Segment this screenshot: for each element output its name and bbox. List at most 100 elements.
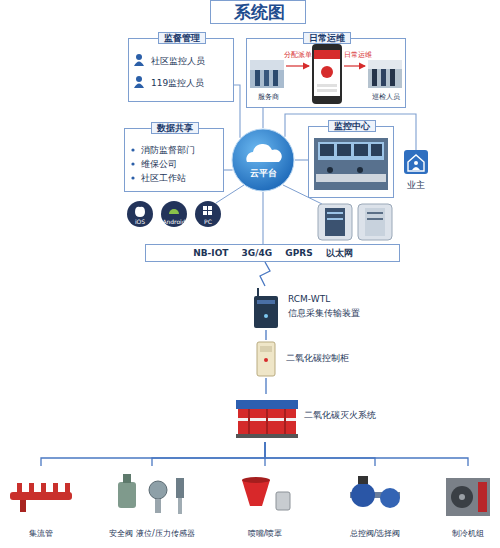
control-room-photo bbox=[354, 144, 368, 156]
network-band: NB-IOT 3G/4G GPRS 以太网 bbox=[145, 244, 400, 262]
server-pictures bbox=[327, 218, 343, 220]
server-pictures bbox=[367, 218, 383, 220]
service-photo bbox=[273, 70, 278, 86]
owner-icon bbox=[404, 150, 428, 174]
rcm-device bbox=[257, 288, 259, 296]
platform-icons bbox=[216, 185, 244, 203]
node-label: NB-IOT 3G/4G GPRS 以太网 bbox=[193, 248, 353, 258]
valve-sensor-picture bbox=[118, 482, 136, 508]
control-room-photo bbox=[320, 144, 334, 156]
flow-arrows bbox=[286, 65, 309, 66]
node-label: 系统图 bbox=[234, 3, 285, 23]
inspection-photo bbox=[368, 60, 402, 88]
flow-arrows bbox=[286, 66, 365, 67]
manifold-picture bbox=[10, 492, 72, 500]
node-label: 制冷机组 bbox=[452, 529, 484, 538]
rcm-device bbox=[254, 296, 278, 328]
nozzle-picture bbox=[276, 492, 290, 510]
node-label: 喷嘴/喷罩 bbox=[248, 529, 283, 538]
co2-system bbox=[266, 409, 268, 434]
bullet-dots bbox=[131, 162, 134, 165]
control-room-photo bbox=[314, 138, 388, 190]
node-label: 总控阀/选择阀 bbox=[350, 529, 401, 538]
inspection-photo bbox=[372, 69, 377, 86]
co2-system bbox=[238, 409, 296, 434]
inspection-photo bbox=[381, 69, 386, 86]
connector-line bbox=[260, 262, 270, 286]
node-label: 社区工作站 bbox=[141, 173, 186, 183]
phone-picture bbox=[312, 44, 342, 104]
connector-line bbox=[41, 442, 265, 466]
control-room-photo bbox=[371, 144, 382, 156]
person-icons bbox=[136, 76, 142, 82]
platform-icons bbox=[127, 201, 153, 227]
owner-node: 业主 bbox=[400, 150, 432, 194]
person-icons bbox=[134, 62, 144, 67]
group-box: 监控中心 bbox=[308, 126, 394, 198]
control-room-photo bbox=[357, 167, 363, 173]
flow-arrows bbox=[344, 65, 365, 66]
cloud-shape bbox=[246, 144, 281, 162]
owner-icon bbox=[414, 161, 418, 165]
platform-icons bbox=[195, 201, 221, 227]
node-label: 服务商 bbox=[258, 93, 279, 101]
connector-line bbox=[265, 442, 375, 466]
owner-icon bbox=[404, 150, 428, 174]
phone-picture bbox=[321, 66, 333, 78]
group-heading: 监督管理 bbox=[158, 32, 206, 44]
control-room-photo bbox=[327, 167, 333, 173]
service-photo bbox=[255, 70, 260, 86]
group-heading: 数据共享 bbox=[151, 122, 199, 134]
component-node: 总控阀/选择阀 bbox=[338, 466, 412, 540]
control-room-photo bbox=[316, 174, 386, 182]
node-label: 二氧化碳控制柜 bbox=[286, 353, 349, 363]
platform-icons bbox=[135, 207, 145, 217]
phone-picture bbox=[312, 44, 342, 104]
inspection-photo bbox=[368, 60, 402, 69]
service-photo bbox=[250, 60, 284, 70]
manifold-picture bbox=[53, 483, 58, 493]
node-label: 119监控人员 bbox=[151, 78, 204, 88]
cloud-shape bbox=[231, 128, 295, 192]
rcm-device bbox=[257, 300, 275, 304]
control-cabinet bbox=[260, 346, 272, 352]
phone-picture bbox=[314, 50, 340, 96]
valve-picture bbox=[351, 483, 375, 507]
platform-icons bbox=[208, 206, 212, 210]
phone-picture bbox=[314, 50, 340, 59]
phone-picture bbox=[317, 84, 337, 87]
chiller-picture bbox=[446, 478, 490, 516]
valve-sensor-picture bbox=[176, 478, 184, 498]
chiller-picture bbox=[459, 494, 465, 500]
service-photo bbox=[250, 60, 284, 88]
group-heading: 日常运维 bbox=[303, 32, 351, 44]
inspection-photo bbox=[390, 69, 395, 86]
co2-system bbox=[248, 409, 250, 434]
node-label: 信息采集传输装置 bbox=[288, 308, 360, 318]
node-label: 分配派单 bbox=[284, 51, 312, 59]
connector-line bbox=[262, 192, 263, 244]
connector-line bbox=[285, 114, 416, 150]
connector-line bbox=[265, 378, 266, 394]
valve-sensor-picture bbox=[123, 474, 131, 483]
chiller-picture bbox=[451, 486, 473, 508]
server-pictures bbox=[367, 212, 383, 214]
bullet-dots bbox=[131, 148, 134, 151]
cloud-shape bbox=[232, 129, 294, 191]
control-cabinet bbox=[264, 358, 268, 362]
server-pictures bbox=[325, 208, 345, 236]
control-room-photo bbox=[314, 138, 388, 190]
node-label: 云平台 bbox=[250, 168, 277, 178]
device-node: 二氧化碳控制柜 bbox=[254, 340, 394, 378]
node-label: 巡检人员 bbox=[372, 93, 400, 101]
node-label: 安全阀 液位/压力传感器 bbox=[109, 529, 194, 538]
connector-line bbox=[295, 159, 308, 160]
platform-icons bbox=[208, 211, 212, 215]
owner-icon bbox=[412, 167, 420, 170]
platform-icons bbox=[203, 206, 207, 210]
service-photo bbox=[264, 70, 269, 86]
valve-picture bbox=[358, 476, 368, 484]
server-pictures bbox=[358, 204, 392, 240]
valve-sensor-picture bbox=[118, 474, 184, 514]
